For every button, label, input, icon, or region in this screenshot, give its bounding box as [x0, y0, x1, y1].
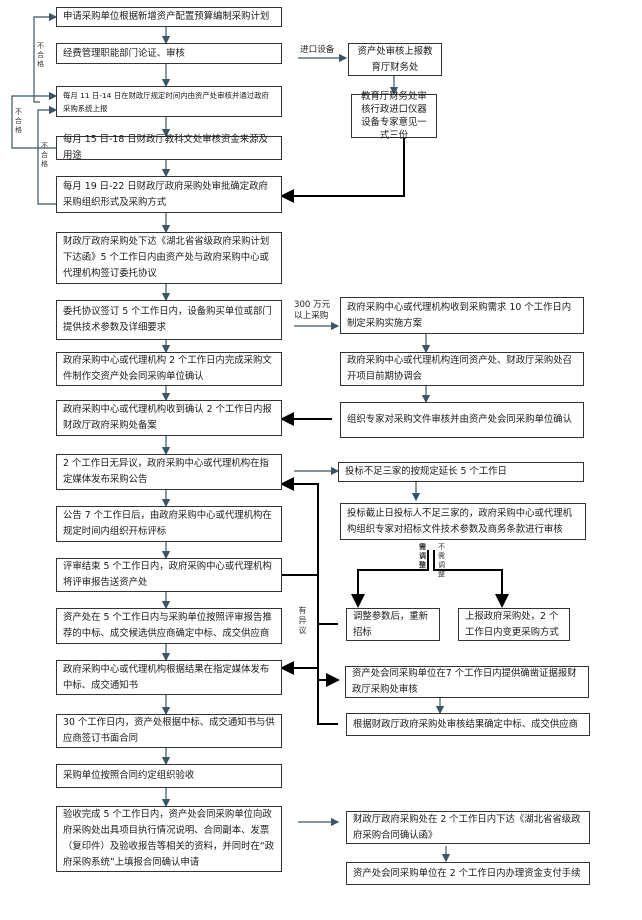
step-box: 每月 15 日-18 日财政厅教科文处审核资金来源及用途 [56, 134, 282, 161]
step-text: 每月 15 日-18 日财政厅教科文处审核资金来源及用途 [63, 134, 268, 161]
objection-to-r10 [282, 574, 340, 687]
step-box: 政府采购中心或代理机构根据结果在指定媒体发布中标、成交通知书 [56, 660, 282, 695]
step-box: 公告 7 个工作日后，由政府采购中心或代理机构在规定时间内组织开标评标 [56, 506, 282, 542]
step-text: 财政厅政府采购处在 2 个工作日内下达《湖北省省级政府采购合同确认函》 [353, 813, 581, 841]
step-box: 申请采购单位根据新增资产配置预算编制采购计划 [56, 7, 282, 27]
loop-r2-to-s5 [280, 128, 405, 203]
step-text: 2 个工作日无异议，政府采购中心或代理机构在指定媒体发布采购公告 [63, 458, 269, 485]
step-text: 政府采购中心或代理机构收到确认 2 个工作日内报财政厅政府采购处备案 [63, 404, 272, 431]
step-box: 每月 19 日-22 日财政厅政府采购处审批确定政府采购组织形式及采购方式 [56, 176, 282, 213]
step-text: 公告 7 个工作日后，由政府采购中心或代理机构在规定时间内组织开标评标 [63, 510, 272, 537]
step-text: 调整参数后，重新招标 [353, 610, 429, 638]
step-box: 资产处在 5 个工作日内与采购单位按照评审报告推荐的中标、成交候选供应商确定中标… [56, 608, 282, 644]
loop-r8-to-s10 [280, 477, 338, 625]
step-text: 验收完成 5 个工作日内，资产处会同采购单位向政府采购处出具项目执行情况说明、合… [63, 809, 275, 868]
step-box: 财政厅政府采购处下达《湖北省省级政府采购计划下达函》5 个工作日内由资产处与政府… [56, 232, 282, 284]
r7-to-r8 [351, 550, 429, 608]
step-text: 每月 11 日-14 日在财政厅规定时间内由资产处审核并通过政府采购系统上报 [63, 90, 269, 113]
step-box: 委托协议签订 5 个工作日内，设备购买单位或部门提供技术参数及详细要求 [56, 300, 282, 340]
loop-s4-to-s3 [11, 91, 58, 149]
side-step-box: 根据财政厅政府采购处审核结果确定中标、成交供应商 [346, 713, 590, 736]
label-no-adjust: 不需调整 [438, 543, 445, 578]
step-text: 资产处在 5 个工作日内与采购单位按照评审报告推荐的中标、成交候选供应商确定中标… [63, 612, 272, 639]
step-text: 教育厅财务处审核行政进口仪器设备专家意见一式三份 [361, 91, 427, 141]
side-step-box: 上报政府采购处，2 个工作日内变更采购方式 [458, 608, 570, 641]
label-imported-equipment: 进口设备 [300, 45, 335, 55]
side-step-box: 资产处会同采购单位在 2 个工作日内办理资金支付手续 [346, 862, 590, 885]
step-text: 经费管理职能部门论证、审核 [63, 47, 185, 59]
label-disqualified: 不合格 [15, 108, 22, 134]
step-text: 每月 19 日-22 日财政厅政府采购处审批确定政府采购组织形式及采购方式 [63, 180, 268, 208]
label-over-3m: 300 万元以上采购 [294, 300, 331, 321]
label-objection: 有异议 [298, 606, 307, 635]
side-step-box: 教育厅财务处审核行政进口仪器设备专家意见一式三份 [351, 91, 437, 141]
step-text: 30 个工作日内，资产处根据中标、成交通知书与供应商签订书面合同 [63, 717, 275, 744]
side-step-box: 组织专家对采购文件审核并由资产处会同采购单位确认 [340, 402, 584, 438]
side-step-box: 资产处会同采购单位在7 个工作日内提供确凿证据报财政厅采购处审核 [345, 666, 589, 698]
step-text: 组织专家对采购文件审核并由资产处会同采购单位确认 [347, 414, 573, 425]
step-text: 申请采购单位根据新增资产配置预算编制采购计划 [63, 11, 270, 22]
step-box: 每月 11 日-14 日在财政厅规定时间内由资产处审核并通过政府采购系统上报 [56, 86, 282, 117]
step-box: 政府采购中心或代理机构 2 个工作日内完成采购文件制作交资产处会同采购单位确认 [56, 352, 282, 386]
side-step-box: 政府采购中心或代理机构连同资产处、财政厅采购处召开项目前期协调会 [340, 352, 584, 386]
loop-s5-to-s3 [37, 105, 58, 205]
side-step-box: 资产处审核上报教育厅财务处 [348, 43, 442, 76]
step-text: 投标不足三家的按规定延长 5 个工作日 [345, 466, 507, 477]
step-text: 政府采购中心或代理机构根据结果在指定媒体发布中标、成交通知书 [63, 663, 270, 691]
step-text: 评审结束 5 个工作日内，政府采购中心或代理机构将评审报告送资产处 [63, 561, 272, 588]
step-box: 验收完成 5 个工作日内，资产处会同采购单位向政府采购处出具项目执行情况说明、合… [56, 806, 282, 872]
step-text: 上报政府采购处，2 个工作日内变更采购方式 [465, 610, 559, 638]
step-box: 30 个工作日内，资产处根据中标、成交通知书与供应商签订书面合同 [56, 714, 282, 748]
step-text: 财政厅政府采购处下达《湖北省省级政府采购计划下达函》5 个工作日内由资产处与政府… [63, 236, 270, 279]
step-box: 政府采购中心或代理机构收到确认 2 个工作日内报财政厅政府采购处备案 [56, 400, 282, 436]
step-text: 资产处会同采购单位在7 个工作日内提供确凿证据报财政厅采购处审核 [352, 668, 577, 695]
step-text: 投标截止日投标人不足三家的，政府采购中心或代理机构组织专家对招标文件技术参数及商… [347, 507, 573, 535]
side-step-box: 投标截止日投标人不足三家的，政府采购中心或代理机构组织专家对招标文件技术参数及商… [340, 503, 586, 540]
step-text: 采购单位按照合同约定组织验收 [63, 770, 195, 781]
step-box: 采购单位按照合同约定组织验收 [56, 764, 282, 788]
step-text: 政府采购中心或代理机构连同资产处、财政厅采购处召开项目前期协调会 [347, 355, 573, 382]
r7-to-r9 [433, 550, 509, 608]
r11-to-s14 [280, 661, 338, 725]
side-step-box: 投标不足三家的按规定延长 5 个工作日 [338, 462, 584, 482]
step-text: 政府采购中心或代理机构 2 个工作日内完成采购文件制作交资产处会同采购单位确认 [63, 355, 272, 382]
step-box: 经费管理职能部门论证、审核 [56, 43, 282, 64]
step-text: 政府采购中心或代理机构收到采购需求 10 个工作日内制定采购实施方案 [347, 301, 572, 329]
step-text: 资产处会同采购单位在 2 个工作日内办理资金支付手续 [353, 867, 581, 879]
side-step-box: 调整参数后，重新招标 [346, 608, 440, 641]
step-text: 资产处审核上报教育厅财务处 [357, 45, 433, 73]
loop-s3-to-s1 [33, 12, 58, 103]
step-text: 委托协议签订 5 个工作日内，设备购买单位或部门提供技术参数及详细要求 [63, 306, 272, 333]
step-box: 评审结束 5 个工作日内，政府采购中心或代理机构将评审报告送资产处 [56, 558, 282, 592]
label-needs-adjust: 需调整 [419, 543, 426, 569]
label-disqualified: 不合格 [37, 42, 44, 68]
side-step-box: 政府采购中心或代理机构收到采购需求 10 个工作日内制定采购实施方案 [340, 297, 584, 334]
step-box: 2 个工作日无异议，政府采购中心或代理机构在指定媒体发布采购公告 [56, 454, 282, 490]
label-disqualified: 不合格 [41, 142, 48, 168]
step-text: 根据财政厅政府采购处审核结果确定中标、成交供应商 [353, 718, 579, 730]
side-step-box: 财政厅政府采购处在 2 个工作日内下达《湖北省省级政府采购合同确认函》 [346, 811, 590, 844]
